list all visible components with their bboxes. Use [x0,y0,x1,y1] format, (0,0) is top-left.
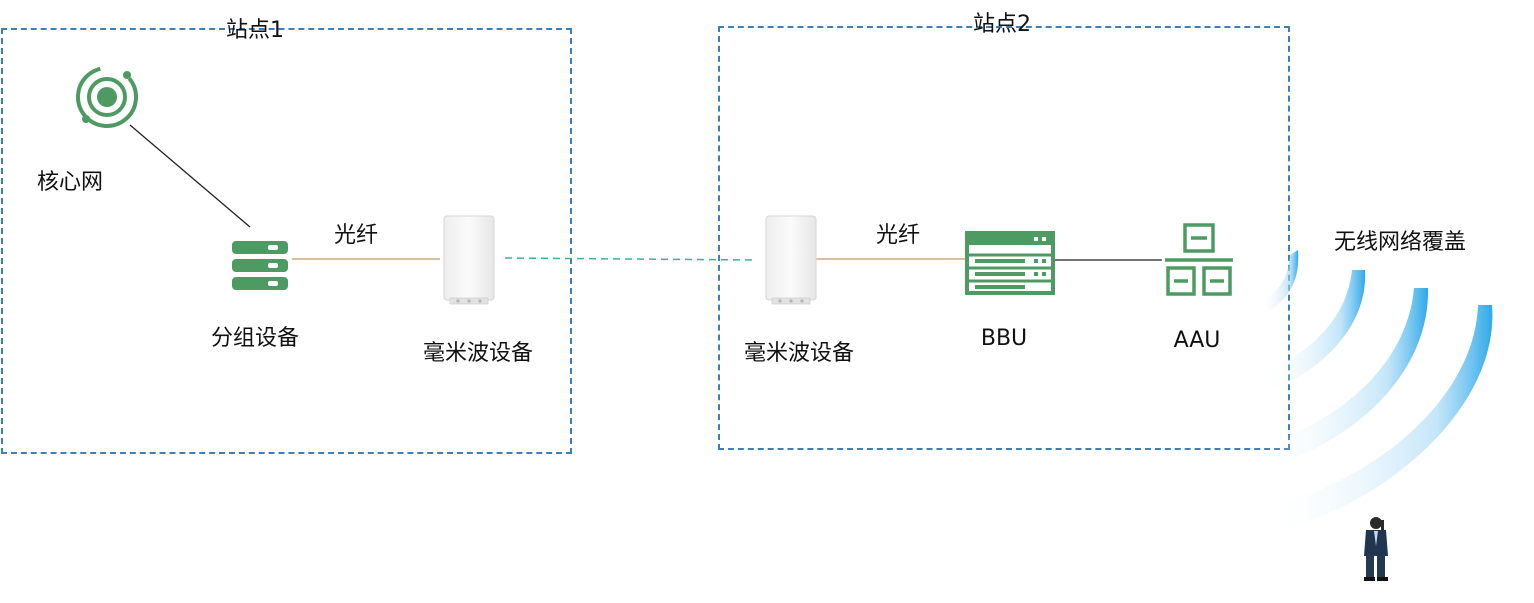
site-2-box [718,26,1290,450]
fiber-label-2: 光纤 [876,223,921,248]
bbu-rack-icon [965,231,1055,295]
mmwave-device-2-label: 毫米波设备 [743,341,855,366]
mmwave-device-icon [443,215,495,305]
bbu-label: BBU [980,326,1028,351]
packet-device-label: 分组设备 [210,326,300,351]
wireless-coverage-icon [1262,250,1493,535]
aau-label: AAU [1173,328,1221,353]
site-1-title: 站点1 [226,18,284,43]
mmwave-device-1-label: 毫米波设备 [422,341,534,366]
site-1-box [1,28,572,454]
coverage-label: 无线网络覆盖 [1334,230,1467,255]
mmwave-device-icon [765,215,817,305]
core-network-icon [76,66,138,128]
fiber-label-1: 光纤 [334,223,379,248]
core-network-label: 核心网 [37,170,104,195]
core-to-packet-link [129,124,251,228]
microwave-link [504,257,757,261]
person-icon [1364,517,1388,581]
site-2-title: 站点2 [973,12,1031,37]
aau-icon [1165,223,1233,296]
server-stack-icon [232,241,288,290]
